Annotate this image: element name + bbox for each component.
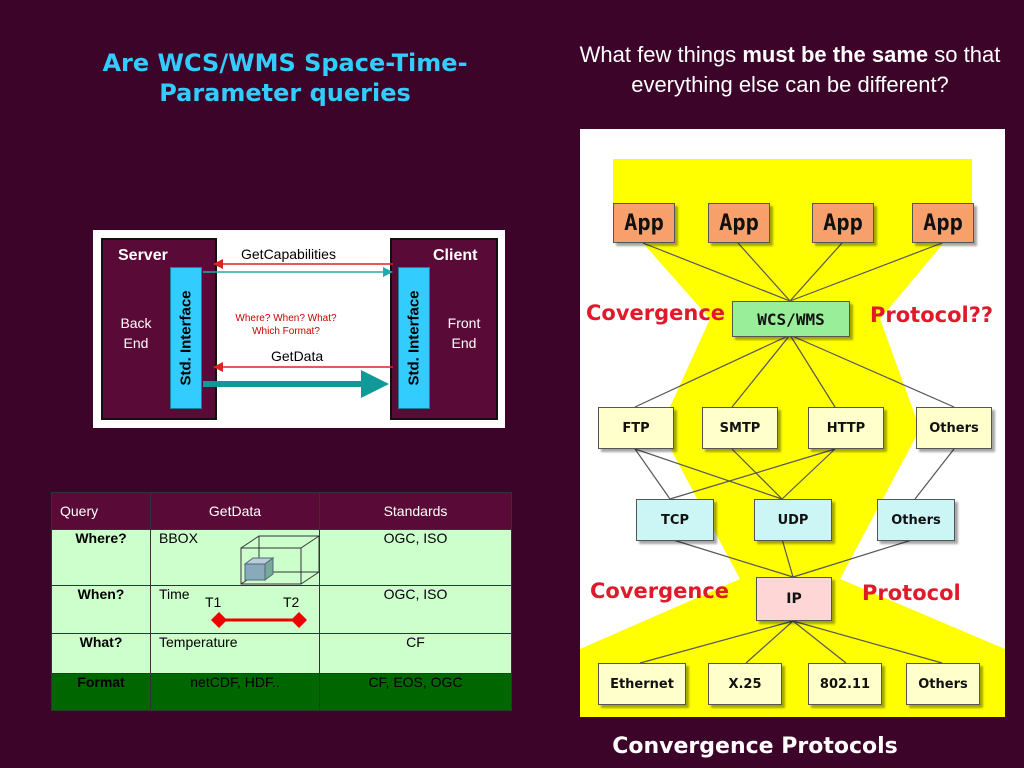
others-app-box: Others <box>916 407 992 449</box>
smtp-box: SMTP <box>702 407 778 449</box>
wcs-wms-box: WCS/WMS <box>732 301 850 337</box>
ip-box: IP <box>756 577 832 621</box>
others-link-box: Others <box>906 663 980 705</box>
tcp-box: TCP <box>636 499 714 541</box>
client-server-diagram: Server Back End Std. Interface Client Fr… <box>93 230 505 428</box>
convergence-label-top: Covergence <box>586 301 726 325</box>
header-query: Query <box>51 492 151 530</box>
server-back-end: Back End <box>120 315 152 351</box>
arrows-layer <box>203 259 393 398</box>
http-box: HTTP <box>808 407 884 449</box>
ftp-box: FTP <box>598 407 674 449</box>
others-transport-box: Others <box>877 499 955 541</box>
question-bold: must be the same <box>742 42 929 67</box>
convergence-label-bottom: Covergence <box>590 579 730 603</box>
ethernet-box: Ethernet <box>598 663 686 705</box>
question-post: so that everything else can be different… <box>631 42 1001 97</box>
table-row: Where? BBOX OGC, ISO <box>51 529 512 586</box>
udp-box: UDP <box>754 499 832 541</box>
slide-title: Are WCS/WMS Space-Time-Parameter queries <box>102 49 468 107</box>
app-box-1: App <box>613 203 675 243</box>
query-table: Query GetData Standards Where? BBOX OGC,… <box>51 492 512 711</box>
time-t1: T1 <box>205 594 222 610</box>
queries-label: Where? When? What? Which Format? <box>235 313 337 337</box>
server-title: Server <box>118 247 168 264</box>
app-box-2: App <box>708 203 770 243</box>
server-std-interface: Std. Interface <box>170 267 202 409</box>
client-front-end: Front End <box>447 315 481 351</box>
table-row: Format netCDF, HDF.. CF, EOS, OGC <box>51 673 512 711</box>
table-row: When? Time T1 T2 OGC, ISO <box>51 585 512 634</box>
wifi-80211-box: 802.11 <box>808 663 882 705</box>
app-box-4: App <box>912 203 974 243</box>
question-pre: What few things <box>579 42 743 67</box>
protocol-label-bottom: Protocol <box>862 581 961 605</box>
table-header-row: Query GetData Standards <box>51 492 512 530</box>
table-row: What? Temperature CF <box>51 633 512 674</box>
question-text: What few things must be the same so that… <box>560 40 1020 100</box>
header-getdata: GetData <box>150 492 320 530</box>
client-title: Client <box>433 247 478 264</box>
get-data-label: GetData <box>271 348 324 364</box>
bbox-cube-icon <box>240 535 320 585</box>
time-t2: T2 <box>283 594 300 610</box>
time-range-icon <box>211 612 307 628</box>
app-box-3: App <box>812 203 874 243</box>
get-capabilities-label: GetCapabilities <box>241 246 336 262</box>
protocol-hourglass-diagram: App App App App Covergence WCS/WMS Proto… <box>580 129 1005 717</box>
hourglass-shape <box>580 159 1005 717</box>
client-std-interface: Std. Interface <box>398 267 430 409</box>
x25-box: X.25 <box>708 663 782 705</box>
footer-caption: Convergence Protocols <box>612 734 898 759</box>
header-standards: Standards <box>319 492 512 530</box>
protocol-label-top: Protocol?? <box>870 303 994 327</box>
